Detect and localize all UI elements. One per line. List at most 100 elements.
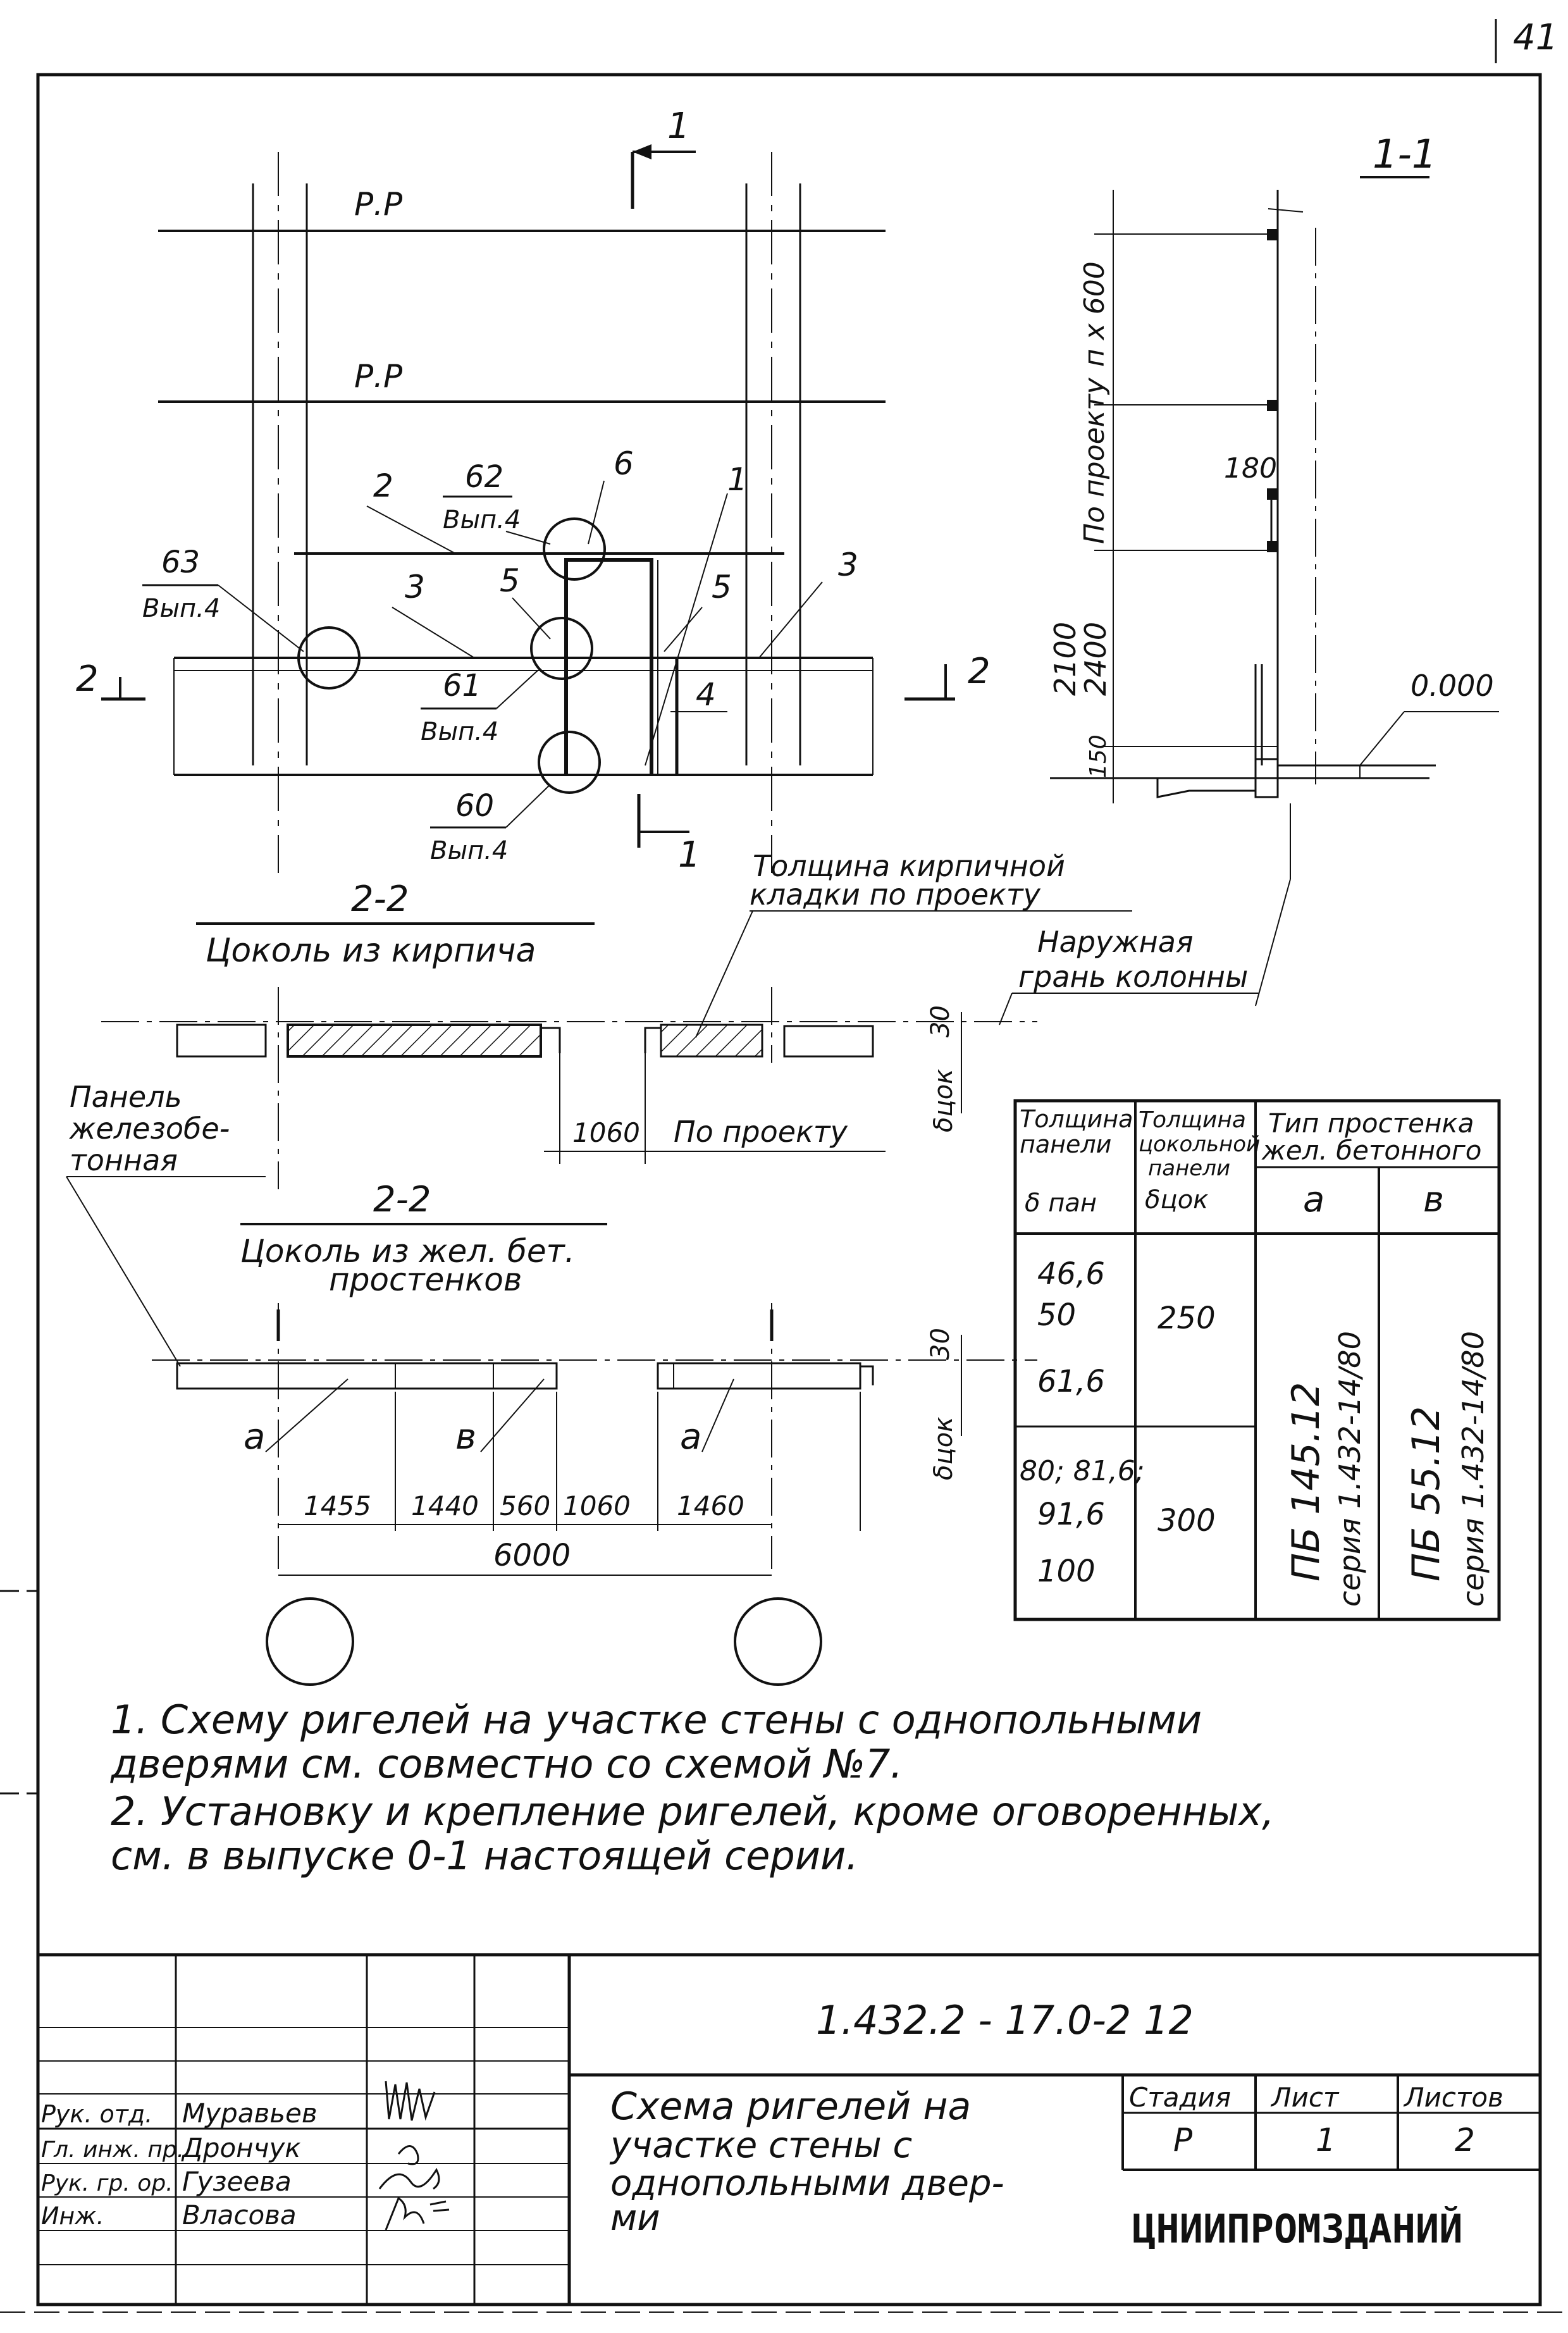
sheet-label: Лист — [1270, 2082, 1340, 2113]
panel-label: железобе- — [69, 1111, 230, 1146]
node-issue: Вып.4 — [421, 717, 498, 746]
callout-number: 1 — [727, 461, 748, 498]
sheet-title: однопольными двер- — [610, 2163, 1004, 2204]
table-cell: ПБ 145.12 — [1284, 1382, 1328, 1581]
role: Инж. — [41, 2202, 104, 2230]
dim-text: 2400 — [1078, 622, 1113, 696]
callout-leader — [588, 480, 605, 545]
role: Рук. отд. — [41, 2100, 152, 2128]
table-header: в — [1423, 1179, 1444, 1220]
role: Гл. инж. пр. — [41, 2137, 184, 2163]
section-title: 2-2 — [351, 879, 409, 920]
callout-leader — [505, 784, 551, 828]
level-text: 0.000 — [1411, 669, 1494, 703]
dim-text: δцок — [929, 1417, 958, 1480]
section-label: 1 — [678, 834, 701, 876]
panel-section — [176, 1024, 267, 1058]
node-circle — [297, 626, 361, 690]
table-cell: 300 — [1157, 1503, 1216, 1538]
wall-type-label: а — [680, 1416, 701, 1457]
table-cell: серия 1.432-14/80 — [1333, 1331, 1367, 1607]
section-title: 2-2 — [373, 1179, 431, 1220]
section-label: 2 — [76, 659, 99, 700]
signatures — [378, 2081, 450, 2231]
note-line: дверями см. совместно со схемой №7. — [110, 1741, 903, 1787]
stage-value: Р — [1173, 2122, 1193, 2158]
dim-text: 150 — [1085, 734, 1111, 778]
section-2-2-concrete: 2-2 Цоколь из жел. бет. простенков а в а… — [152, 1179, 1037, 1686]
note-brick: Толщина кирпичной — [753, 849, 1065, 883]
axis-bubble — [734, 1597, 822, 1686]
sheet-frame — [36, 73, 1542, 2306]
dim-text: 30 — [926, 1328, 955, 1360]
floor-step — [1156, 778, 1256, 798]
callout-number: 4 — [696, 676, 716, 713]
section-arrow — [633, 144, 651, 159]
node-issue: Вып.4 — [443, 505, 521, 535]
section-label: 2 — [968, 651, 991, 692]
note-brick: кладки по проекту — [750, 877, 1041, 912]
brick-plinth — [660, 1024, 763, 1058]
page-number: 41 — [1513, 17, 1558, 58]
table-header: Тип простенка — [1268, 1108, 1474, 1139]
level-label: Р.Р — [354, 186, 403, 223]
role: Рук. гр. ор. — [41, 2170, 173, 2196]
level-label: Р.Р — [354, 358, 403, 395]
table-frame — [1013, 1099, 1501, 1621]
organization: ЦНИИПРОМЗДАНИЙ — [1132, 2206, 1463, 2252]
callout-leader — [392, 607, 475, 659]
dim-text: 30 — [926, 1005, 955, 1037]
table-header: а — [1303, 1179, 1324, 1220]
node-circle — [530, 617, 593, 680]
table-cell: 100 — [1037, 1554, 1096, 1589]
plinth-edge — [644, 1027, 661, 1053]
callout-number: 5 — [712, 569, 732, 605]
table-header: жел. бетонного — [1261, 1135, 1482, 1166]
table-cell: серия 1.432-14/80 — [1456, 1331, 1490, 1607]
callout-number: 5 — [500, 562, 520, 599]
dim-text: п х 600 — [1078, 261, 1111, 367]
node-number: 62 — [465, 459, 503, 495]
callout-number: 6 — [614, 445, 634, 482]
sheets-label: Листов — [1403, 2082, 1503, 2113]
note-face: грань колонны — [1018, 960, 1248, 994]
dim-text: 1060 — [563, 1490, 631, 1521]
table-cell: 80; 81,6; — [1020, 1455, 1145, 1487]
axis-bubble — [266, 1597, 354, 1686]
panel-label: Панель — [70, 1080, 182, 1114]
node-issue: Вып.4 — [142, 594, 220, 623]
node-circle — [543, 517, 606, 581]
stage-label: Стадия — [1129, 2082, 1231, 2113]
person: Дрончук — [181, 2132, 301, 2163]
girder-section — [1267, 541, 1277, 552]
table-cell: 50 — [1037, 1297, 1076, 1333]
panel-label: тонная — [70, 1143, 178, 1177]
note-line: 1. Схему ригелей на участке стены с одно… — [111, 1697, 1202, 1743]
node-number: 61 — [443, 668, 481, 703]
table-cell: 46,6 — [1037, 1256, 1105, 1292]
note-leader — [695, 910, 753, 1038]
label-leader — [480, 1378, 545, 1452]
door-frame — [564, 558, 653, 775]
person: Муравьев — [182, 2098, 318, 2129]
table-header: панели — [1148, 1156, 1230, 1181]
note-leader — [66, 1176, 181, 1367]
person: Власова — [182, 2200, 297, 2231]
table-cell: 61,6 — [1037, 1364, 1105, 1399]
node-issue: Вып.4 — [430, 836, 508, 865]
spec-table: Толщина панели Толщина цокольной панели … — [1013, 1099, 1501, 1621]
table-header: δцок — [1145, 1185, 1208, 1215]
section-title: 1-1 — [1373, 131, 1436, 177]
plinth-edge — [860, 1365, 874, 1385]
dim-text: По проекту — [674, 1115, 848, 1149]
signature-mark — [378, 2167, 440, 2190]
panel-section — [783, 1025, 874, 1058]
section-subtitle: простенков — [329, 1261, 522, 1298]
callout-leader — [366, 505, 456, 554]
dim-text: 180 — [1224, 452, 1277, 485]
dim-text: 2100 — [1048, 622, 1082, 696]
node-circle — [538, 731, 601, 794]
dim-text: 1060 — [572, 1117, 640, 1148]
callout-leader — [664, 607, 703, 652]
